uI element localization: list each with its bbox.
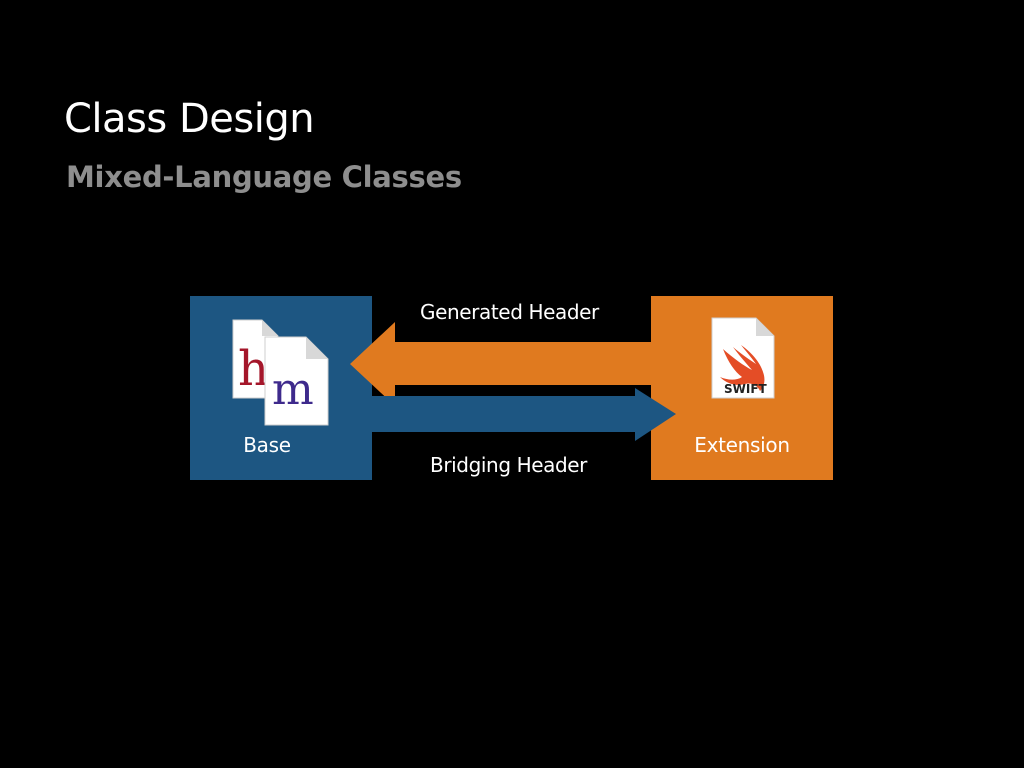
generated-header-label: Generated Header [420, 300, 599, 324]
extension-box-label: Extension [694, 433, 790, 457]
swift-wordmark-text: SWIFT [724, 382, 768, 396]
base-box-label: Base [243, 433, 291, 457]
generated-header-arrow [350, 322, 651, 406]
slide-title: Class Design [64, 96, 315, 142]
swift-file-icon [711, 317, 775, 399]
svg-text:m: m [272, 364, 314, 415]
bridging-header-label: Bridging Header [430, 453, 587, 477]
m-implementation-file-icon: m [264, 336, 329, 426]
svg-text:h: h [238, 341, 269, 397]
bridging-header-arrow [372, 388, 676, 441]
swift-wordmark: SWIFT [724, 382, 768, 396]
base-box: Base [190, 296, 372, 480]
slide-subtitle: Mixed-Language Classes [66, 160, 462, 194]
